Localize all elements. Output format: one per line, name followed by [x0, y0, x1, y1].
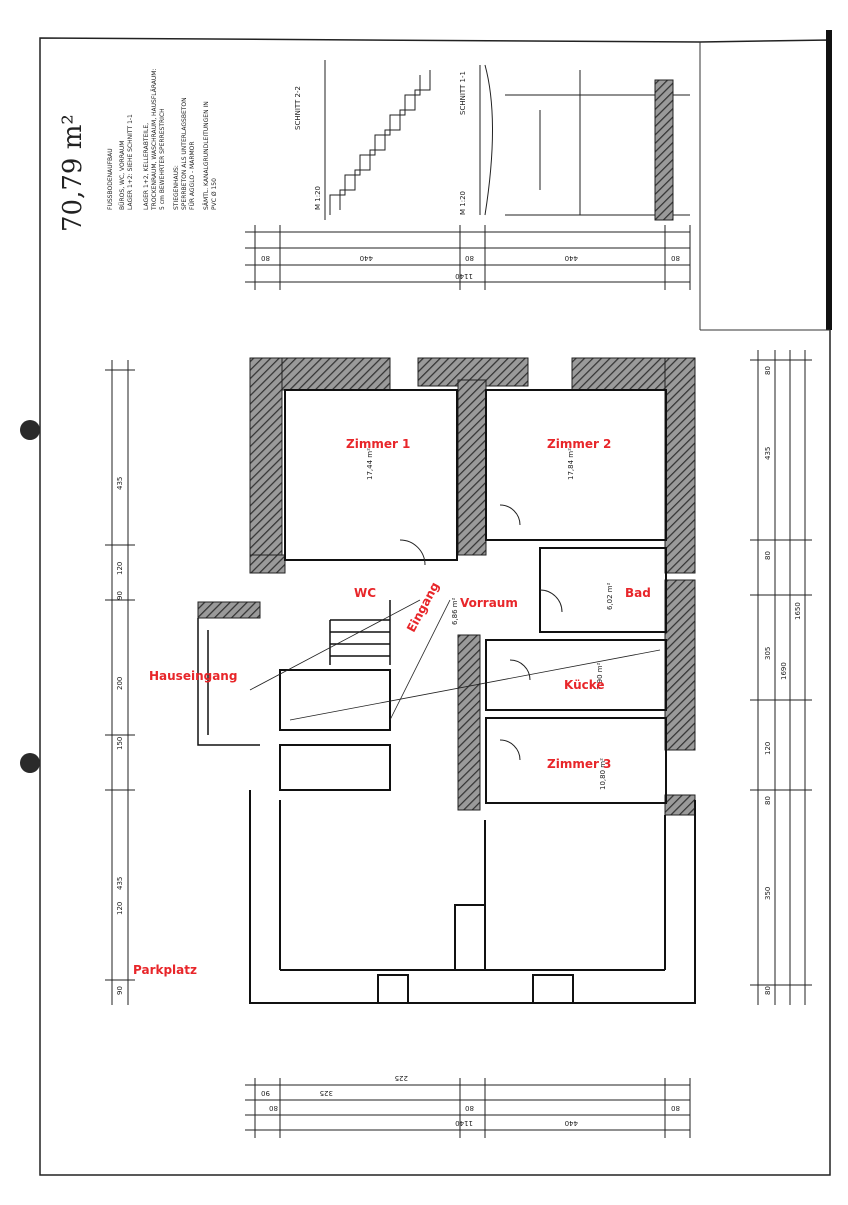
dim-top-label: 1140	[455, 272, 473, 280]
annotation-lines	[249, 599, 661, 721]
exterior-walls	[197, 357, 696, 816]
dim-bottom-label: 80	[465, 1104, 474, 1112]
legend-line: PVC Ø 150	[211, 178, 218, 210]
section-1-1-detail	[479, 64, 690, 221]
label-kueche: Kücke	[564, 678, 605, 692]
dim-left-label: 200	[116, 677, 124, 690]
punch-hole-top	[20, 420, 40, 440]
area-zimmer1: 17,44 m²	[366, 448, 374, 480]
dim-right-label: 305	[764, 647, 772, 660]
label-wc: WC	[354, 586, 377, 600]
dim-left-label: 150	[116, 737, 124, 750]
dim-left-label: 120	[116, 562, 124, 575]
dim-numbers-bottom: 90 225 80 80 325 80 440 1140	[261, 1074, 680, 1127]
area-zimmer2: 17,84 m²	[567, 448, 575, 480]
legend-line: FUSSBODENAUFBAU	[107, 148, 114, 210]
legend-line: BÜROS, WC, VORRAUM	[119, 141, 126, 210]
punch-hole-bottom	[20, 753, 40, 773]
label-bad: Bad	[625, 586, 651, 600]
legend-line: SPERRBETON ALS UNTERLAGSBETON	[181, 97, 188, 210]
label-zimmer2: Zimmer 2	[547, 437, 612, 451]
dim-right-label: 80	[764, 551, 772, 560]
area-bad: 6,02 m²	[606, 582, 614, 610]
dim-bottom-label: 80	[671, 1104, 680, 1112]
door-swings	[399, 504, 563, 761]
dim-right-label: 1690	[780, 662, 788, 680]
dim-bottom-label: 80	[269, 1104, 278, 1112]
dim-lines-bottom	[245, 1078, 691, 1138]
dim-left-label: 120	[116, 902, 124, 915]
area-zimmer3: 10,80 m²	[599, 758, 607, 790]
label-zimmer1: Zimmer 1	[346, 437, 411, 451]
section-2-2-detail	[324, 60, 431, 220]
dim-numbers-right: 80 435 80 305 120 1650 1690 80 350 80	[764, 366, 802, 995]
legend-line: FÜR AGGLO - MARMOR	[189, 141, 196, 210]
area-vorraum: 6,86 m²	[451, 597, 459, 625]
dim-bottom-label: 90	[261, 1089, 270, 1097]
legend-line: LAGER 1+2: SIEHE SCHNITT 1-1	[127, 114, 134, 210]
dim-lines-top	[245, 225, 691, 290]
right-edge-bar	[826, 30, 832, 330]
label-hauseingang: Hauseingang	[149, 669, 238, 683]
legend-block: FUSSBODENAUFBAU BÜROS, WC, VORRAUM LAGER…	[107, 69, 218, 211]
dim-left-label: 435	[116, 877, 124, 890]
room-outlines	[279, 389, 667, 804]
dim-right-label: 80	[764, 986, 772, 995]
dim-left-label: 435	[116, 477, 124, 490]
label-parkplatz: Parkplatz	[133, 963, 197, 977]
legend-line: STIEGENHAUS:	[173, 165, 180, 210]
dim-lines-right	[750, 350, 812, 1005]
dim-bottom-label: 325	[320, 1089, 333, 1097]
legend-line: 5 cm BEWEHRTER SPERRESTRICH	[159, 108, 166, 210]
dim-right-label: 80	[764, 366, 772, 375]
dim-right-label: 1650	[794, 602, 802, 620]
legend-line: LAGER 1+2, KELLERABTEILE,	[143, 123, 150, 210]
dim-right-label: 435	[764, 447, 772, 460]
dim-right-label: 80	[764, 796, 772, 805]
section-title-2-2: SCHNITT 2-2	[294, 86, 302, 130]
area-kueche: 7,90 m²	[596, 662, 604, 690]
section-scale-a: M 1:20	[314, 186, 322, 210]
dim-bottom-label: 225	[395, 1074, 408, 1082]
dim-numbers-left: 435 120 90 200 150 435 120 90	[116, 477, 124, 995]
dim-left-label: 90	[116, 591, 124, 600]
section-title-1-1: SCHNITT 1-1	[459, 71, 467, 115]
paper-border	[39, 37, 831, 1176]
section-scale-b: M 1:20	[459, 191, 467, 215]
dim-top-label: 440	[360, 254, 373, 262]
dim-numbers-top: 80 440 80 440 80 1140	[261, 254, 680, 280]
dim-bottom-label: 440	[565, 1119, 578, 1127]
legend-line: TROCKENRAUM, WASCHRAUM, HAUSFLÄRAUM:	[151, 69, 158, 211]
dim-left-label: 90	[116, 986, 124, 995]
dim-top-label: 80	[261, 254, 270, 262]
dim-right-label: 350	[764, 887, 772, 900]
label-zimmer3: Zimmer 3	[547, 757, 612, 771]
dim-top-label: 80	[671, 254, 680, 262]
dim-top-label: 440	[565, 254, 578, 262]
dim-right-label: 120	[764, 742, 772, 755]
dim-top-label: 80	[465, 254, 474, 262]
legend-line: SÄMTL. KANALGRUNDLEITUNGEN IN	[203, 101, 210, 210]
dim-lines-left	[105, 360, 135, 1005]
lower-outline	[249, 790, 696, 1004]
handwritten-area-note: 70,79 m²	[58, 114, 88, 232]
dim-bottom-label: 1140	[455, 1119, 473, 1127]
label-vorraum: Vorraum	[460, 596, 518, 610]
